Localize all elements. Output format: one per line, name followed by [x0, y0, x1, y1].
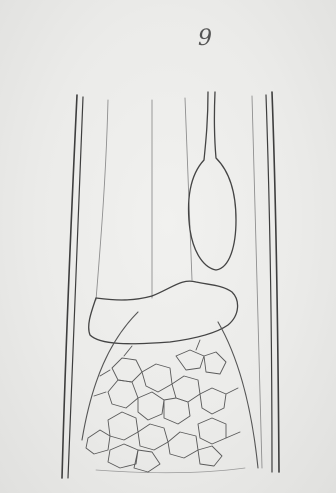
elongated-vesicle	[189, 92, 236, 270]
outer-wall-left	[62, 95, 83, 478]
cell-cap	[89, 281, 238, 344]
outer-wall-right	[266, 92, 279, 472]
cell-network	[86, 340, 240, 472]
